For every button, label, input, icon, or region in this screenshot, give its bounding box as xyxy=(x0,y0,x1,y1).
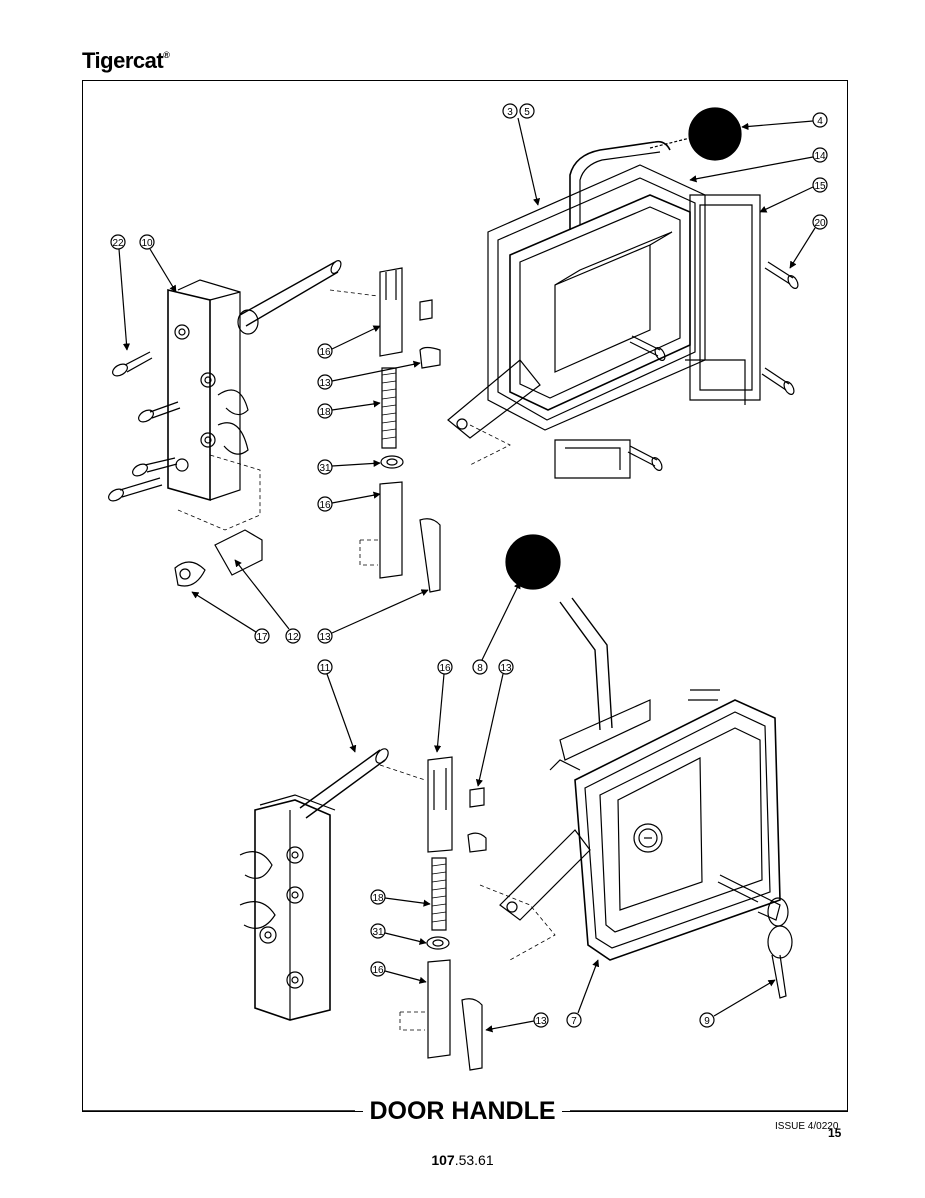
callout-label-11: 11 xyxy=(320,663,331,674)
callout-label-16-mid: 16 xyxy=(319,500,331,511)
knob-ball xyxy=(688,107,742,161)
callout-label-16-lower-top: 16 xyxy=(439,663,451,674)
callout-13-mid xyxy=(317,628,333,644)
upper-latch-assembly xyxy=(108,260,441,593)
callout-label-9: 9 xyxy=(704,1016,710,1027)
lower-paddle-handle xyxy=(479,534,793,999)
callout-3 xyxy=(502,103,518,119)
callout-label-17: 17 xyxy=(256,632,268,643)
callout-17 xyxy=(254,628,270,644)
callout-label-12: 12 xyxy=(287,632,299,643)
part-number: 107.53.61 xyxy=(0,1152,925,1168)
lower-latch-assembly xyxy=(239,748,487,1071)
callout-31-lower xyxy=(370,923,386,939)
callout-label-18-lower: 18 xyxy=(372,893,384,904)
callout-14 xyxy=(812,147,828,163)
brand-logo: Tigercat® xyxy=(82,48,170,74)
callout-16-lower xyxy=(370,961,386,977)
callout-5 xyxy=(519,103,535,119)
callout-31-upper xyxy=(317,459,333,475)
callout-label-8: 8 xyxy=(477,663,483,674)
brand-registered-mark: ® xyxy=(163,50,170,60)
callout-label-10: 10 xyxy=(141,238,153,249)
callout-8 xyxy=(472,659,488,675)
callout-18-lower xyxy=(370,889,386,905)
callout-16-lower-top xyxy=(437,659,453,675)
callout-12 xyxy=(285,628,301,644)
callout-label-4: 4 xyxy=(817,116,823,127)
callout-4 xyxy=(812,112,828,128)
callout-11 xyxy=(317,659,333,675)
callout-label-5: 5 xyxy=(524,107,530,118)
part-number-bold: 107 xyxy=(431,1152,455,1168)
callout-13-lower-top xyxy=(498,659,514,675)
callout-label-16-lower: 16 xyxy=(372,965,384,976)
callout-7 xyxy=(566,1012,582,1028)
callout-label-31-upper: 31 xyxy=(319,463,331,474)
knob-ball-lower xyxy=(505,534,561,590)
callout-10 xyxy=(139,234,155,250)
callout-label-14: 14 xyxy=(814,151,826,162)
callout-label-16-upper: 16 xyxy=(319,347,331,358)
page-number: 15 xyxy=(828,1126,842,1140)
callout-16-upper xyxy=(317,343,333,359)
callout-label-20: 20 xyxy=(814,218,826,229)
callout-13-upper xyxy=(317,374,333,390)
part-number-rest: .53.61 xyxy=(454,1152,494,1168)
screw-mid xyxy=(629,335,666,361)
callout-label-3: 3 xyxy=(507,107,513,118)
callout-20 xyxy=(812,214,828,230)
callout-label-13-lower-top: 13 xyxy=(500,663,512,674)
screw-20-lower xyxy=(761,367,795,395)
callout-15 xyxy=(812,177,828,193)
diagram-title: DOOR HANDLE xyxy=(0,1097,925,1126)
callout-13-lower xyxy=(533,1012,549,1028)
callout-label-7: 7 xyxy=(571,1016,577,1027)
callout-22 xyxy=(110,234,126,250)
brand-name: Tigercat xyxy=(82,48,164,73)
callouts: 3 5 4 14 15 20 22 10 16 13 xyxy=(110,103,828,1033)
callout-label-18-upper: 18 xyxy=(319,407,331,418)
screw-bottom xyxy=(627,445,663,471)
callout-label-22: 22 xyxy=(112,238,124,249)
issue-date: ISSUE 4/0220 xyxy=(775,1121,839,1132)
callout-label-15: 15 xyxy=(814,181,826,192)
screw-20-upper xyxy=(764,261,799,289)
callout-label-13-upper: 13 xyxy=(319,378,331,389)
callout-16-mid xyxy=(317,496,333,512)
callout-label-13-lower: 13 xyxy=(535,1016,547,1027)
callout-18-upper xyxy=(317,403,333,419)
callout-label-31-lower: 31 xyxy=(372,927,384,938)
callout-label-13-mid: 13 xyxy=(319,632,331,643)
callout-9 xyxy=(699,1012,715,1028)
diagram-title-text: DOOR HANDLE xyxy=(363,1097,562,1125)
upper-handle-assembly xyxy=(447,107,799,479)
